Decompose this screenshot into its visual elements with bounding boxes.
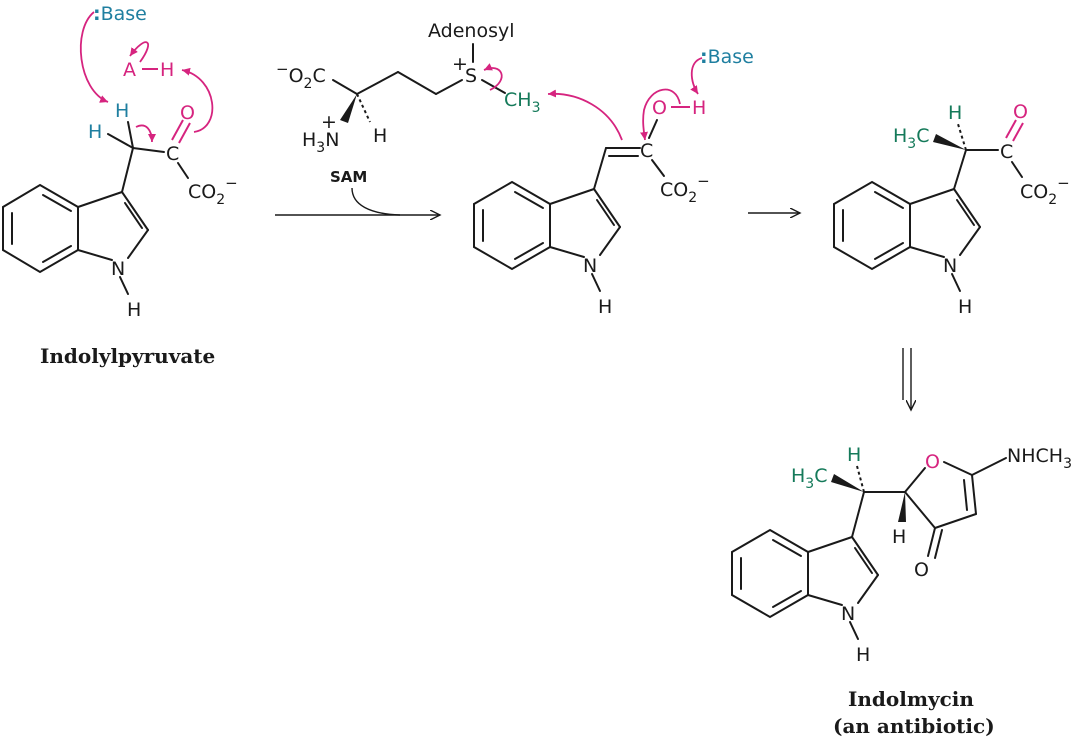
arrow-co-to-h bbox=[181, 67, 214, 133]
arrow-enol-to-methyl bbox=[547, 89, 623, 141]
sulfonium-s-label: S bbox=[465, 65, 477, 87]
alpha-h-left-label: H bbox=[88, 121, 102, 143]
indolmycin-name: Indolmycin bbox=[848, 687, 974, 711]
sam-label: SAM bbox=[330, 168, 367, 186]
alpha-h-teal-label: H bbox=[115, 100, 129, 122]
enol-intermediate-structure: N H C O H CO2− :Base bbox=[473, 46, 754, 318]
indolmycin-structure: N H H H3C O H O NHCH3 bbox=[731, 444, 1072, 666]
arrow-oh-to-enol bbox=[640, 88, 681, 141]
arrow-base-to-alpha-h bbox=[79, 11, 109, 103]
base-label-2: :Base bbox=[700, 46, 754, 68]
indolmycin-n-label: N bbox=[841, 603, 855, 625]
sam-hook bbox=[351, 187, 401, 216]
methylated-keto-acid-structure: N H H H3C C O CO2− bbox=[833, 101, 1070, 318]
enol-indole-n-label: N bbox=[583, 255, 597, 277]
indolmycin-note: (an antibiotic) bbox=[833, 714, 995, 738]
sam-methyl-label: CH3 bbox=[504, 89, 540, 116]
enol-o-label: O bbox=[652, 97, 667, 119]
acid-h-label: H bbox=[160, 59, 174, 81]
arrow-ch-to-cc bbox=[135, 124, 156, 143]
enol-c-label: C bbox=[640, 140, 653, 162]
arrow-ah-bond bbox=[129, 41, 149, 63]
indolylpyruvate-name: Indolylpyruvate bbox=[40, 344, 215, 368]
indole-nh-label: H bbox=[127, 299, 141, 321]
acid-a-label: A bbox=[123, 59, 136, 81]
prod-c-label: C bbox=[1000, 141, 1013, 163]
carbonyl-c-label: C bbox=[166, 143, 179, 165]
furanone-o-label: O bbox=[925, 451, 940, 473]
indolmycin-methyl-label: H3C bbox=[791, 465, 828, 492]
indolylpyruvate-structure: N H H H C O CO2− :Base A H bbox=[1, 3, 238, 321]
prod-carboxylate-label: CO2− bbox=[1020, 174, 1070, 208]
sam-structure: −O2C H3N + H S + Adenosyl CH3 bbox=[276, 20, 623, 156]
prod-indole-nh-label: H bbox=[958, 296, 972, 318]
sulfonium-plus: + bbox=[452, 53, 468, 75]
nhch3-label: NHCH3 bbox=[1007, 445, 1072, 472]
base-label-1: :Base bbox=[93, 3, 147, 25]
arrow-base-to-oh bbox=[690, 57, 703, 95]
adenosyl-label: Adenosyl bbox=[428, 20, 515, 42]
carbonyl-o-label: O bbox=[180, 102, 195, 124]
ammonium-plus: + bbox=[321, 111, 337, 133]
prod-o-label: O bbox=[1013, 101, 1028, 123]
enol-carboxylate-label: CO2− bbox=[660, 172, 710, 206]
ammonium-label: H3N bbox=[302, 129, 339, 156]
carboxylate-label: CO2− bbox=[188, 174, 238, 208]
indole-n-label: N bbox=[111, 258, 125, 280]
o2c-label: −O2C bbox=[276, 60, 326, 92]
arrow-cs-bond bbox=[483, 63, 503, 91]
sam-alpha-h-label: H bbox=[373, 125, 387, 147]
enol-h-label: H bbox=[692, 97, 706, 119]
indolmycin-nh-label: H bbox=[856, 644, 870, 666]
enol-indole-nh-label: H bbox=[598, 296, 612, 318]
prod-indole-n-label: N bbox=[943, 255, 957, 277]
prod-methyl-label: H3C bbox=[893, 125, 930, 152]
prod-stereo-h-label: H bbox=[948, 102, 962, 124]
furanone-ketone-o-label: O bbox=[914, 559, 929, 581]
indolmycin-stereo-h-label: H bbox=[847, 444, 861, 466]
furanone-h-label: H bbox=[892, 526, 906, 548]
